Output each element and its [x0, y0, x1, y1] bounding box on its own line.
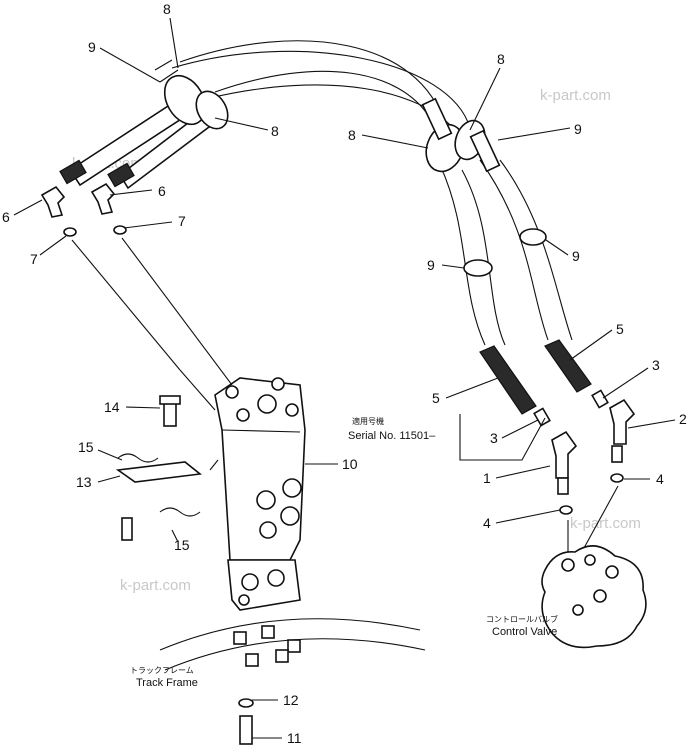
- callout-number: 12: [283, 692, 299, 708]
- callout-number: 6: [158, 183, 166, 199]
- callout-number: 11: [287, 730, 302, 746]
- callout-number: 9: [427, 257, 435, 273]
- elbow-connector: [551, 430, 578, 479]
- callout-number: 3: [652, 357, 660, 373]
- hose-end-fitting: [107, 162, 135, 188]
- callout-number: 9: [88, 39, 96, 55]
- control-valve-label-jp: コントロールバルブ: [486, 614, 558, 624]
- callout-number: 5: [616, 321, 624, 337]
- elbow-connector: [609, 398, 636, 445]
- callout-number: 14: [104, 399, 120, 415]
- watermark: k-part.com: [120, 577, 191, 594]
- elbow-fitting: [40, 185, 66, 218]
- hose-end: [479, 345, 537, 415]
- hose-clamp: [519, 228, 547, 246]
- callout-number: 8: [348, 127, 356, 143]
- o-ring: [559, 505, 573, 515]
- callout-number: 6: [2, 209, 10, 225]
- hose-end: [544, 339, 592, 393]
- callout-number: 4: [656, 471, 664, 487]
- callout-number: 10: [342, 456, 358, 472]
- lower-right-fittings: [479, 339, 636, 515]
- adapter: [533, 407, 551, 427]
- control-valve-label: Control Valve: [492, 626, 557, 638]
- captions: 適用号機 Serial No. 11501– コントロールバルブ Control…: [130, 416, 558, 689]
- callout-number: 8: [163, 1, 171, 17]
- serial-label: Serial No. 11501–: [348, 430, 436, 442]
- callout-number: 15: [174, 537, 190, 553]
- watermark: k-part.com: [540, 87, 611, 104]
- callout-number: 15: [78, 439, 94, 455]
- bolt: [239, 715, 253, 745]
- o-ring: [113, 225, 127, 235]
- callout-number: 1: [483, 470, 491, 486]
- elbow-fitting: [90, 182, 116, 215]
- callout-number: 8: [271, 123, 279, 139]
- steering-valve: [214, 377, 306, 611]
- hose-end-fitting: [59, 159, 87, 185]
- hose-assembly: [171, 40, 573, 346]
- serial-label-jp: 適用号機: [352, 416, 384, 426]
- callout-number: 7: [30, 251, 38, 267]
- watermark: k-part.com: [570, 515, 641, 532]
- bracket-assembly: [115, 395, 202, 541]
- track-frame-label: Track Frame: [136, 677, 198, 689]
- bracket: [115, 461, 202, 483]
- callout-number: 8: [497, 51, 505, 67]
- adapter: [591, 389, 609, 409]
- clamp-plate: [163, 74, 207, 126]
- washer: [238, 698, 254, 708]
- hose-clamp: [463, 259, 493, 277]
- o-ring: [63, 227, 77, 237]
- leader-lines: [13, 17, 676, 739]
- control-valve: [541, 545, 647, 649]
- callout-number: 13: [76, 474, 92, 490]
- callout-number: 9: [574, 121, 582, 137]
- right-clamp-group: [421, 97, 547, 277]
- callout-number: 5: [432, 390, 440, 406]
- elbow-fittings: [40, 182, 127, 237]
- track-frame: [159, 618, 426, 745]
- callout-number: 7: [178, 213, 186, 229]
- left-hose-pair: [59, 59, 229, 190]
- callout-number: 3: [490, 430, 498, 446]
- callout-number: 2: [679, 411, 687, 427]
- callout-number: 9: [572, 248, 580, 264]
- track-frame-label-jp: トラックフレーム: [130, 666, 194, 675]
- callout-number: 4: [483, 515, 491, 531]
- o-ring: [610, 473, 624, 483]
